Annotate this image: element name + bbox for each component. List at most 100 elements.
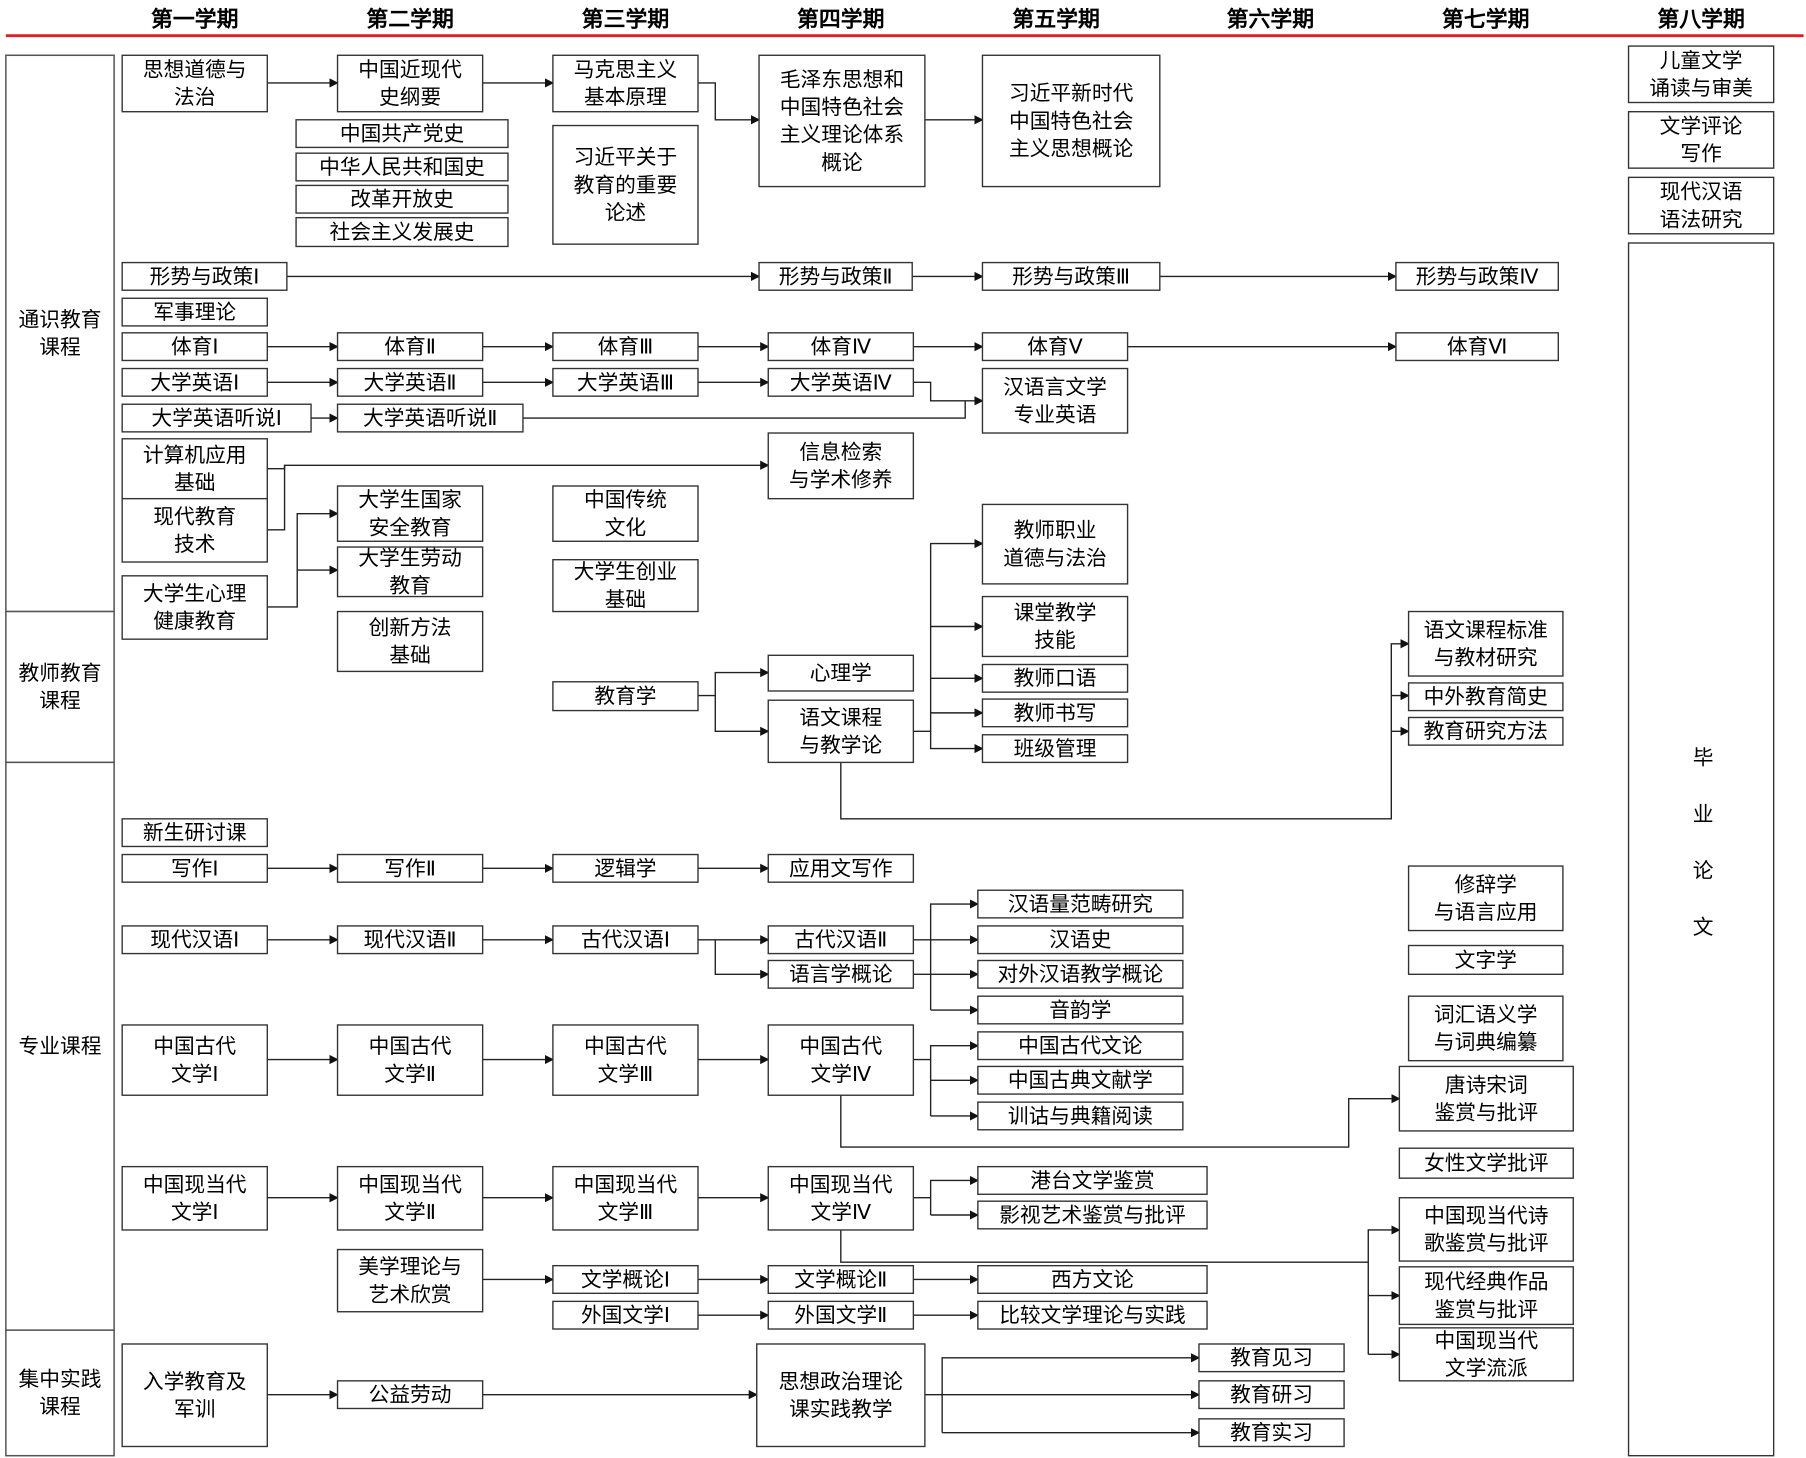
course-ywkc[interactable]: 语文课程与教学论: [767, 699, 915, 764]
course-zyyy[interactable]: 汉语言文学专业英语: [981, 367, 1129, 434]
course-xljk[interactable]: 大学生心理健康教育: [121, 575, 268, 640]
course-ty5[interactable]: 体育Ⅴ: [981, 332, 1129, 362]
course-ty3[interactable]: 体育Ⅲ: [552, 332, 699, 362]
course-yyxgl[interactable]: 语言学概论: [767, 959, 915, 989]
course-wxpl[interactable]: 文学评论写作: [1627, 111, 1775, 169]
course-shzy[interactable]: 社会主义发展史: [295, 216, 509, 248]
course-gh1[interactable]: 古代汉语Ⅰ: [552, 925, 699, 955]
course-xfwl[interactable]: 西方文论: [977, 1264, 1208, 1295]
course-nxwx[interactable]: 女性文学批评: [1398, 1147, 1574, 1179]
course-rxjy[interactable]: 入学教育及军训: [121, 1343, 268, 1448]
course-xjpjy[interactable]: 习近平关于教育的重要论述: [552, 124, 699, 245]
course-xcx[interactable]: 修辞学与语言应用: [1407, 865, 1564, 932]
course-xw4[interactable]: 中国现当代文学Ⅳ: [767, 1165, 915, 1231]
course-xdhyyf[interactable]: 现代汉语语法研究: [1627, 176, 1775, 235]
course-bjwx[interactable]: 比较文学理论与实践: [977, 1300, 1208, 1330]
course-xdlp[interactable]: 中国现当代文学流派: [1398, 1327, 1574, 1382]
course-sxdd[interactable]: 思想道德与法治: [121, 54, 268, 113]
course-yy4[interactable]: 大学英语Ⅳ: [767, 367, 915, 397]
course-yy1[interactable]: 大学英语Ⅰ: [121, 367, 268, 397]
course-gw1[interactable]: 中国古代文学Ⅰ: [121, 1024, 268, 1096]
course-gw3[interactable]: 中国古代文学Ⅲ: [552, 1024, 699, 1096]
course-mxll[interactable]: 美学理论与艺术欣赏: [336, 1248, 484, 1313]
course-xs2[interactable]: 形势与政策Ⅱ: [758, 261, 913, 291]
course-szsj[interactable]: 思想政治理论课实践教学: [756, 1343, 926, 1448]
course-jysx[interactable]: 教育实习: [1198, 1418, 1345, 1448]
course-xjpxsd[interactable]: 习近平新时代中国特色社会主义思想概论: [981, 54, 1161, 188]
course-gw2[interactable]: 中国古代文学Ⅱ: [336, 1024, 484, 1096]
course-wzx[interactable]: 文字学: [1407, 944, 1564, 975]
course-xdsg[interactable]: 中国现当代诗歌鉴赏与批评: [1398, 1197, 1574, 1262]
course-xs4[interactable]: 形势与政策Ⅳ: [1395, 261, 1559, 291]
course-ty6[interactable]: 体育Ⅵ: [1395, 332, 1559, 362]
course-xs3[interactable]: 形势与政策Ⅲ: [981, 261, 1161, 291]
course-gyld[interactable]: 公益劳动: [336, 1380, 484, 1410]
course-junshi[interactable]: 军事理论: [121, 297, 268, 327]
course-guoshi[interactable]: 中华人民共和国史: [295, 152, 509, 182]
course-ywbz[interactable]: 语文课程标准与教材研究: [1407, 610, 1564, 677]
course-xh1[interactable]: 现代汉语Ⅰ: [121, 925, 268, 955]
course-xxjs[interactable]: 信息检索与学术修养: [767, 432, 915, 500]
course-kyjn[interactable]: 课堂教学技能: [981, 595, 1129, 658]
course-chyy[interactable]: 词汇语义学与词典编纂: [1407, 995, 1564, 1062]
course-xdjd[interactable]: 现代经典作品鉴赏与批评: [1398, 1266, 1574, 1326]
course-hys[interactable]: 汉语史: [977, 925, 1184, 955]
course-cxff[interactable]: 创新方法基础: [336, 610, 484, 673]
course-xsyt[interactable]: 新生研讨课: [121, 818, 268, 848]
course-ty2[interactable]: 体育Ⅱ: [336, 332, 484, 362]
course-jyyx[interactable]: 教育研习: [1198, 1380, 1345, 1410]
course-yy3[interactable]: 大学英语Ⅲ: [552, 367, 699, 397]
course-jssx[interactable]: 教师书写: [981, 698, 1129, 728]
course-ts2[interactable]: 大学英语听说Ⅱ: [336, 403, 524, 433]
course-gaige[interactable]: 改革开放史: [295, 184, 509, 214]
course-ysys[interactable]: 影视艺术鉴赏与批评: [977, 1200, 1208, 1230]
course-xdjy[interactable]: 现代教育技术: [121, 497, 268, 563]
course-xlx[interactable]: 心理学: [767, 654, 915, 692]
course-ts1[interactable]: 大学英语听说Ⅰ: [121, 403, 312, 433]
course-xw3[interactable]: 中国现当代文学Ⅲ: [552, 1165, 699, 1231]
course-gtwx[interactable]: 港台文学鉴赏: [977, 1165, 1208, 1195]
course-yywxz[interactable]: 应用文写作: [767, 853, 915, 883]
course-xz2[interactable]: 写作Ⅱ: [336, 853, 484, 883]
course-dangshi[interactable]: 中国共产党史: [295, 119, 509, 149]
course-tssc[interactable]: 唐诗宋词鉴赏与批评: [1398, 1065, 1574, 1132]
course-zwjy[interactable]: 中外教育简史: [1407, 682, 1564, 712]
course-jyx[interactable]: 教育学: [552, 681, 699, 712]
course-hylfc[interactable]: 汉语量范畴研究: [977, 889, 1184, 919]
course-xs1[interactable]: 形势与政策Ⅰ: [121, 261, 288, 291]
course-jsky[interactable]: 教师口语: [981, 663, 1129, 693]
course-wg1[interactable]: 文学概论Ⅰ: [552, 1264, 699, 1295]
course-xw2[interactable]: 中国现当代文学Ⅱ: [336, 1165, 484, 1231]
course-mkzy[interactable]: 马克思主义基本原理: [552, 54, 699, 113]
course-aqjy[interactable]: 大学生国家安全教育: [336, 485, 484, 542]
course-bjgl[interactable]: 班级管理: [981, 734, 1129, 764]
course-cyjc[interactable]: 大学生创业基础: [552, 559, 699, 613]
course-thesis[interactable]: 毕业论文: [1627, 242, 1775, 1457]
course-jyjx[interactable]: 教育见习: [1198, 1343, 1345, 1373]
course-xz1[interactable]: 写作Ⅰ: [121, 853, 268, 883]
course-wg2[interactable]: 文学概论Ⅱ: [767, 1264, 915, 1295]
course-yy2[interactable]: 大学英语Ⅱ: [336, 367, 484, 397]
course-gw4[interactable]: 中国古代文学Ⅳ: [767, 1024, 915, 1096]
course-xgdj[interactable]: 训诂与典籍阅读: [977, 1101, 1184, 1131]
course-gh2[interactable]: 古代汉语Ⅱ: [767, 925, 915, 955]
course-xh2[interactable]: 现代汉语Ⅱ: [336, 925, 484, 955]
course-jsj[interactable]: 计算机应用基础: [121, 438, 268, 500]
course-ctwh[interactable]: 中国传统文化: [552, 485, 699, 542]
course-ljx[interactable]: 逻辑学: [552, 853, 699, 883]
course-mzd[interactable]: 毛泽东思想和中国特色社会主义理论体系概论: [758, 54, 926, 188]
course-jyyj[interactable]: 教育研究方法: [1407, 716, 1564, 746]
course-gdwx[interactable]: 中国古典文献学: [977, 1065, 1184, 1095]
course-ty4[interactable]: 体育Ⅳ: [767, 332, 915, 362]
course-yyx[interactable]: 音韵学: [977, 995, 1184, 1025]
course-etwx[interactable]: 儿童文学诵读与审美: [1627, 45, 1775, 104]
course-ldjy[interactable]: 大学生劳动教育: [336, 546, 484, 598]
course-jszy[interactable]: 教师职业道德与法治: [981, 503, 1129, 585]
course-jxds[interactable]: 中国近现代史纲要: [336, 54, 484, 113]
course-dwhy[interactable]: 对外汉语教学概论: [977, 959, 1184, 989]
course-gdwl[interactable]: 中国古代文论: [977, 1031, 1184, 1061]
course-ww1[interactable]: 外国文学Ⅰ: [552, 1300, 699, 1330]
course-xw1[interactable]: 中国现当代文学Ⅰ: [121, 1165, 268, 1231]
course-ww2[interactable]: 外国文学Ⅱ: [767, 1300, 915, 1330]
course-ty1[interactable]: 体育Ⅰ: [121, 332, 268, 362]
